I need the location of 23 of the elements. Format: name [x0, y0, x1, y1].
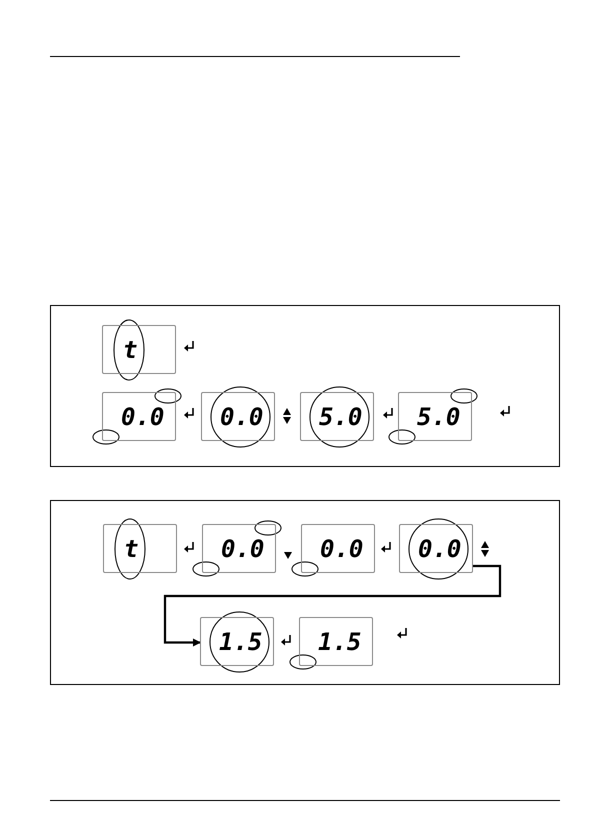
- lcd-display: [102, 325, 176, 374]
- display-reading: 0.0: [221, 535, 264, 563]
- lcd-display: [200, 617, 274, 666]
- display-reading: 0.0: [418, 535, 462, 563]
- lcd-display: [202, 524, 276, 573]
- display-reading: t: [123, 336, 138, 364]
- lcd-display: [102, 392, 176, 441]
- display-reading: 0.0: [320, 535, 364, 563]
- lcd-display: [301, 524, 375, 573]
- lcd-display: [300, 392, 374, 441]
- display-reading: 1.5: [219, 628, 262, 656]
- display-reading: 5.0: [417, 403, 460, 431]
- lcd-display: [398, 392, 472, 441]
- lcd-display: [103, 524, 177, 573]
- display-reading: 1.5: [318, 628, 362, 656]
- display-reading: 0.0: [220, 403, 264, 431]
- lcd-display: [399, 524, 473, 573]
- display-reading: t: [124, 535, 138, 563]
- display-reading: 5.0: [319, 403, 362, 431]
- lcd-display: [201, 392, 275, 441]
- lcd-display: [299, 617, 373, 666]
- display-reading: 0.0: [121, 403, 164, 431]
- arrow: [164, 564, 502, 646]
